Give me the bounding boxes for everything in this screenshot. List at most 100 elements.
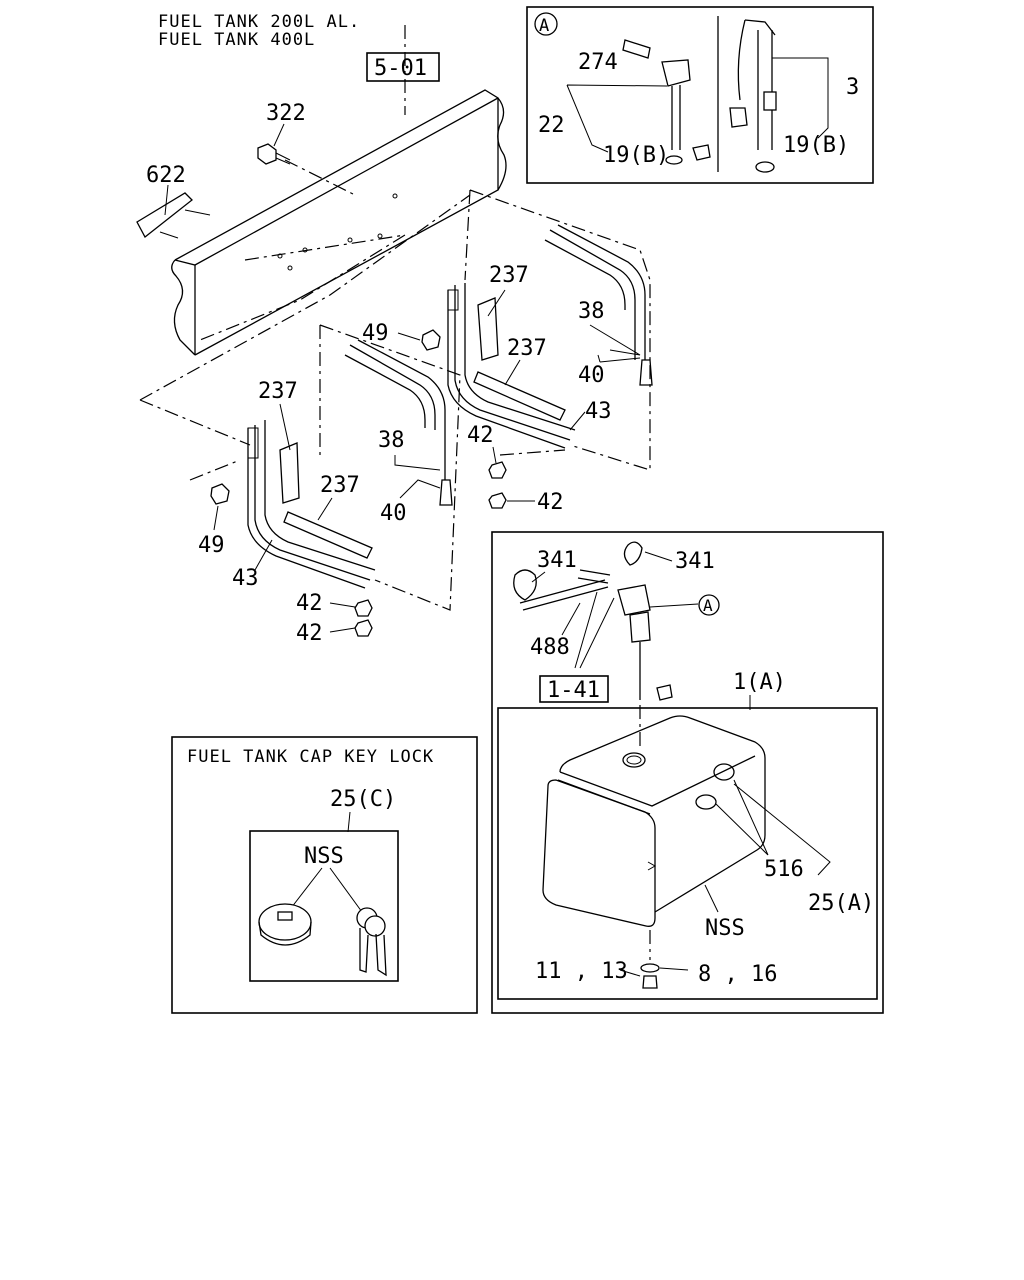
ref-box-harness (539, 675, 609, 703)
label-front-43: 43 (232, 566, 259, 591)
title-line-2: FUEL TANK 400L (158, 30, 315, 50)
label-19b-right: 19(B) (783, 133, 849, 158)
leader-11-13 (619, 969, 641, 977)
leader-622 (164, 184, 169, 216)
leader-rear-42a (492, 446, 497, 464)
label-front-42a: 42 (296, 591, 323, 616)
leader-front-49 (213, 505, 219, 531)
label-19b-left: 19(B) (603, 143, 669, 168)
sender-unit-274 (622, 39, 711, 165)
label-tank-nss: NSS (705, 916, 745, 941)
label-front-40: 40 (380, 501, 407, 526)
label-rear-40: 40 (578, 363, 605, 388)
label-341-right: 341 (675, 549, 715, 574)
leader-front-42b (329, 627, 356, 633)
ref-label-frame: 5-01 (374, 56, 427, 81)
float-gauge-3 (729, 19, 777, 173)
harness-488 (519, 569, 611, 611)
fuel-tank-inner-box (497, 707, 878, 1000)
callout-a-tank-text: A (703, 596, 713, 615)
ref-box-frame (366, 52, 440, 82)
callout-a-text: A (539, 16, 549, 36)
harness-clip-341-right (623, 541, 643, 566)
rear-bracket-guide (464, 189, 651, 471)
frame-hole-pattern (199, 234, 406, 341)
fuel-tank-body (542, 715, 766, 927)
leader-341-left (531, 571, 546, 583)
label-11-13: 11 , 13 (535, 959, 628, 984)
label-516: 516 (764, 857, 804, 882)
cap-key-lock-panel (171, 736, 478, 1014)
leader-516 (715, 779, 769, 856)
rear-nut-49 (421, 329, 441, 351)
front-nut-guide (189, 459, 241, 481)
drain-plug-and-washer (640, 963, 660, 989)
label-front-38: 38 (378, 428, 405, 453)
rear-pad-237-horizontal (473, 371, 566, 421)
detail-a-panel (526, 6, 874, 184)
label-22: 22 (538, 113, 565, 138)
label-rear-42b: 42 (537, 490, 564, 515)
rear-strap-38 (544, 224, 653, 386)
leader-detail-a-left (566, 84, 668, 153)
callout-a-circle (534, 12, 558, 36)
rear-bracket-43 (447, 283, 576, 449)
leader-callout-a-tank (649, 603, 699, 608)
label-622: 622 (146, 163, 186, 188)
tank-sender-unit (617, 584, 673, 701)
front-pad-237-horizontal (283, 511, 373, 559)
label-25c: 25(C) (330, 787, 396, 812)
fuel-tank-panel (491, 531, 884, 1014)
front-pad-237-vertical (279, 442, 300, 504)
bolt-322 (257, 143, 291, 165)
leader-8-16 (659, 967, 689, 971)
label-rear-237a: 237 (489, 263, 529, 288)
label-488: 488 (530, 635, 570, 660)
frame-rail (171, 89, 507, 356)
leader-rear-237a (487, 289, 506, 317)
title-line-1: FUEL TANK 200L AL. (158, 12, 360, 32)
rear-pad-237-vertical (477, 297, 499, 361)
leader-front-42a (329, 602, 356, 608)
fuel-cap (258, 903, 312, 946)
label-25a: 25(A) (808, 891, 874, 916)
harness-clip-341-left (513, 569, 537, 601)
leader-tank-nss (704, 884, 719, 913)
label-1a: 1(A) (733, 670, 786, 695)
label-front-237b: 237 (320, 473, 360, 498)
leader-front-40 (399, 479, 441, 499)
ref-label-harness: 1-41 (547, 678, 600, 703)
leader-3 (772, 57, 829, 139)
leader-front-38 (394, 455, 441, 471)
front-bracket-guide (139, 194, 471, 611)
label-8-16: 8 , 16 (698, 962, 777, 987)
label-cap-nss: NSS (304, 844, 344, 869)
front-strap-38 (344, 339, 453, 506)
leader-rear-49 (397, 332, 421, 341)
cap-keys (356, 907, 387, 977)
leader-rear-40 (597, 354, 641, 363)
leader-341-right (644, 551, 673, 562)
cap-detail-box (249, 830, 399, 982)
label-274: 274 (578, 50, 618, 75)
callout-a-tank-circle (698, 594, 720, 616)
label-front-237a: 237 (258, 379, 298, 404)
leader-25c (347, 811, 351, 833)
label-rear-49: 49 (362, 321, 389, 346)
rear-nuts-42 (488, 461, 507, 509)
leader-front-237a (279, 403, 291, 451)
label-rear-38: 38 (578, 299, 605, 324)
leader-rear-38 (589, 324, 641, 356)
label-341-left: 341 (537, 548, 577, 573)
plate-622 (136, 192, 211, 239)
label-3: 3 (846, 75, 859, 100)
front-nuts-42 (354, 599, 373, 637)
leader-25a (733, 783, 831, 876)
leader-1-41 (574, 591, 615, 669)
front-bracket-43 (247, 420, 376, 589)
label-322: 322 (266, 101, 306, 126)
front-nut-49 (210, 483, 230, 505)
label-rear-42a: 42 (467, 423, 494, 448)
